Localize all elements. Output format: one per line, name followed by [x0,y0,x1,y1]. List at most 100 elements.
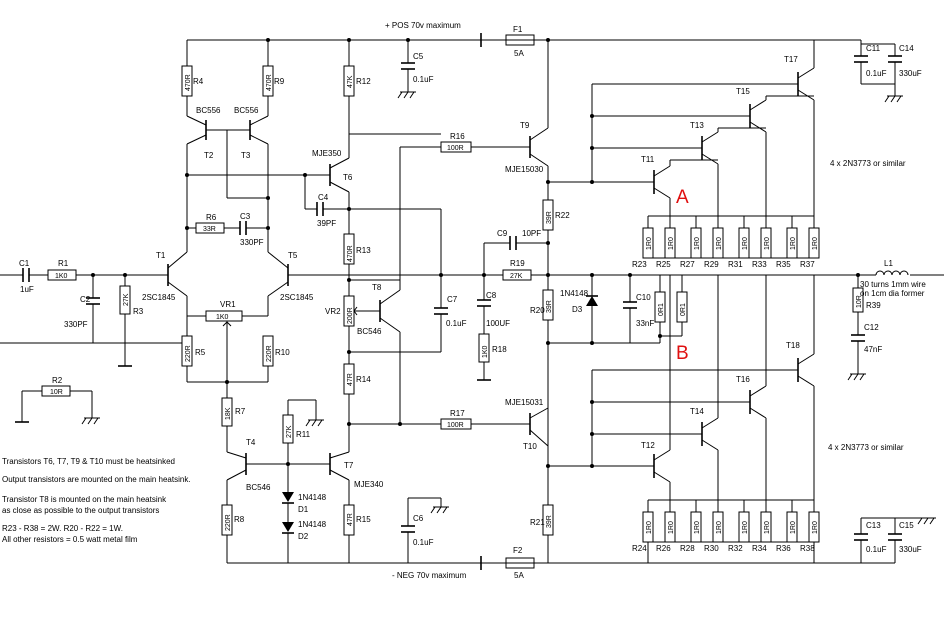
r19-resistor [502,269,532,281]
r22-value: 39R [546,211,553,224]
r4-value: 470R [185,74,192,91]
t6-transistor [329,157,350,193]
r1-ref: R1 [58,259,69,268]
c12-value: 47nF [864,345,882,354]
emitter-resistor-ref: R34 [752,544,767,553]
emitter-resistor-ref: R24 [632,544,647,553]
c1-ref: C1 [19,259,30,268]
outputs-note-top: 4 x 2N3773 or similar [830,159,906,168]
r2-ref: R2 [52,376,63,385]
emitter-resistor-ref: R32 [728,544,743,553]
mid-b-value: 0R1 [680,303,687,316]
r11-value: 27K [286,425,293,438]
t17-ref: T17 [784,55,798,64]
pos-rail-label: + POS 70v maximum [385,21,461,30]
r16-value: 100R [447,145,464,152]
t1-ref: T1 [156,251,166,260]
r10-ref: R10 [275,348,290,357]
c6-value: 0.1uF [413,538,434,547]
emitter-resistor-value: 1R0 [764,237,771,250]
c12-ref: C12 [864,323,879,332]
emitter-resistor-value: 1R0 [668,237,675,250]
c8-ref: C8 [486,291,497,300]
r4-ref: R4 [193,77,204,86]
emitter-resistor-ref: R23 [632,260,647,269]
t4-type: BC546 [246,483,271,492]
note-line-4: as close as possible to the output trans… [2,506,159,515]
c15-ref: C15 [899,521,914,530]
c1-value: 1uF [20,285,34,294]
r7-value: 18K [225,407,232,420]
emitter-resistor-value: 1R0 [742,237,749,250]
r1-value: 1K0 [55,273,68,280]
c9-ref: C9 [497,229,508,238]
t8-ref: T8 [372,283,382,292]
emitter-resistor-ref: R36 [776,544,791,553]
t7-ref: T7 [344,461,354,470]
d2-diode [282,522,294,534]
mid-a-value: 0R1 [658,303,665,316]
t16-ref: T16 [736,375,750,384]
emitter-resistor-value: 1R0 [716,521,723,534]
r12-ref: R12 [356,77,371,86]
c3-ref: C3 [240,212,251,221]
r39-ref: R39 [866,301,881,310]
r3-ref: R3 [133,307,144,316]
marker-a: A [676,187,689,208]
t6-ref: T6 [343,173,353,182]
r10-value: 220R [266,345,273,362]
r19-ref: R19 [510,259,525,268]
r13-ref: R13 [356,246,371,255]
upper-output-stage [546,40,815,228]
note-line-1: Transistors T6, T7, T9 & T10 must be hea… [2,457,175,466]
emitter-resistor-ref: R29 [704,260,719,269]
c15-value: 330uF [899,545,922,554]
c2-ref: C2 [80,295,91,304]
t5-ref: T5 [288,251,298,260]
d3-diode [586,295,598,306]
emitter-resistor-value: 1R0 [790,521,797,534]
c4-ref: C4 [318,193,329,202]
r20-ref: R20 [530,306,545,315]
r18-ref: R18 [492,345,507,354]
c13-ref: C13 [866,521,881,530]
emitter-resistor-ref: R33 [752,260,767,269]
t4-ref: T4 [246,438,256,447]
t8-type: BC546 [357,327,382,336]
r17-value: 100R [447,422,464,429]
t9-ref: T9 [520,121,530,130]
t11-ref: T11 [641,155,655,164]
note-line-5: R23 - R38 = 2W. R20 - R22 = 1W. [2,524,123,533]
r6-ref: R6 [206,213,217,222]
c1-capacitor [18,268,36,282]
r21-ref: R21 [530,518,545,527]
t5-type: 2SC1845 [280,293,314,302]
neg-rail-label: - NEG 70v maximum [392,571,467,580]
r17-ref: R17 [450,409,465,418]
emitter-resistor-value: 1R0 [646,237,653,250]
r14-value: 47R [347,373,354,386]
emitter-resistor-value: 1R0 [694,521,701,534]
t4-transistor [226,451,330,481]
c5-ref: C5 [413,52,424,61]
r6-value: 33R [203,226,216,233]
emitter-resistor-value: 1R0 [646,521,653,534]
d1-type: 1N4148 [298,493,327,502]
c2-value: 330PF [64,320,88,329]
emitter-resistor-ref: R26 [656,544,671,553]
l1-note-2: on 1cm dia former [860,289,925,298]
note-line-6: All other resistors = 0.5 watt metal fil… [2,535,138,544]
note-line-2: Output transistors are mounted on the ma… [2,475,191,484]
t15-ref: T15 [736,87,750,96]
c10-ref: C10 [636,293,651,302]
emitter-resistor-ref: R30 [704,544,719,553]
vr1-ref: VR1 [220,300,236,309]
d3-type: 1N4148 [560,289,589,298]
d2-ref: D2 [298,532,309,541]
fuse-f2-value: 5A [514,571,524,580]
t6-type: MJE350 [312,149,342,158]
marker-b: B [676,343,689,364]
c14-ref: C14 [899,44,914,53]
t8-transistor [379,289,401,333]
